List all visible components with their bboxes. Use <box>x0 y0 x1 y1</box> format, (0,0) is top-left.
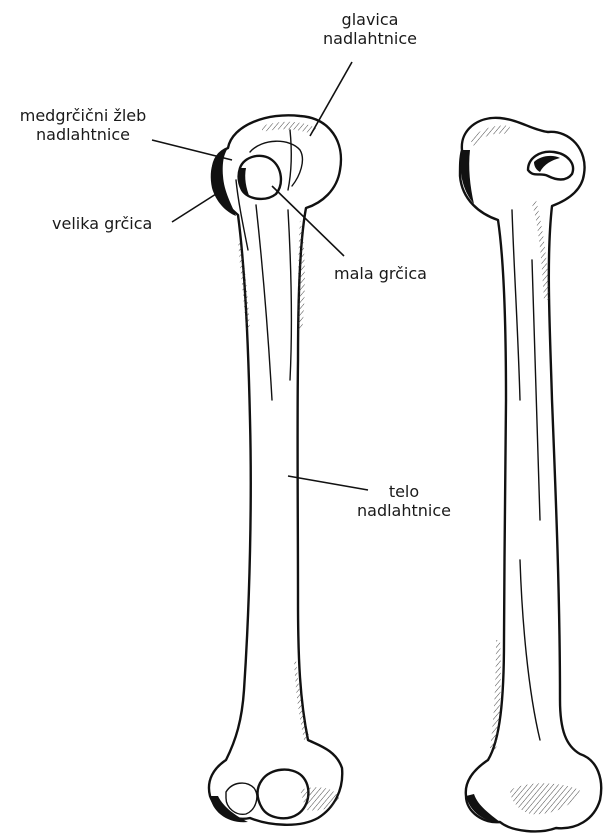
label-groove-line1: medgrčični žleb <box>8 106 158 125</box>
label-head-line2: nadlahtnice <box>318 29 422 48</box>
leader-head <box>310 62 352 136</box>
label-greater-tubercle: velika grčica <box>52 214 152 233</box>
label-head: glavica nadlahtnice <box>318 10 422 48</box>
leader-groove <box>152 140 232 160</box>
label-lesser-tubercle-line1: mala grčica <box>334 264 427 283</box>
label-shaft-line1: telo <box>352 482 456 501</box>
label-head-line1: glavica <box>318 10 422 29</box>
label-groove-line2: nadlahtnice <box>8 125 158 144</box>
label-lesser-tubercle: mala grčica <box>334 264 427 283</box>
left-humerus <box>209 115 342 824</box>
left-humerus-outline <box>209 115 342 824</box>
leader-greater-tubercle <box>172 194 216 222</box>
right-humerus-outline <box>460 118 601 832</box>
label-groove: medgrčični žleb nadlahtnice <box>8 106 158 144</box>
label-shaft-line2: nadlahtnice <box>352 501 456 520</box>
right-humerus <box>460 118 601 832</box>
left-humerus-trochlea <box>258 770 309 819</box>
label-shaft: telo nadlahtnice <box>352 482 456 520</box>
label-greater-tubercle-line1: velika grčica <box>52 214 152 233</box>
